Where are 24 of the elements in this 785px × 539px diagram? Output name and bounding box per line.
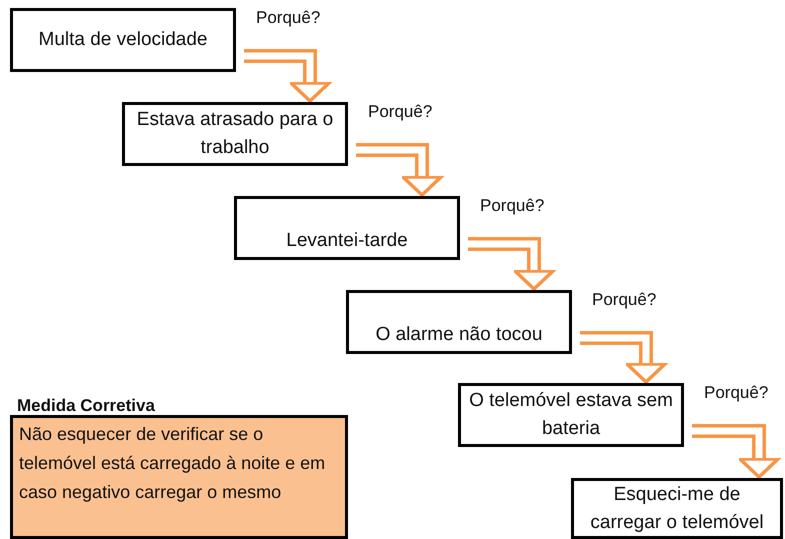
hollow-arrow — [356, 143, 443, 197]
hollow-arrow — [468, 237, 555, 291]
process-box — [571, 478, 783, 539]
edge-label: Porquê? — [368, 102, 432, 122]
edge-label: Porquê? — [480, 196, 544, 216]
edge-label: Porquê? — [256, 8, 320, 28]
box-text: O alarme não tocou — [376, 323, 542, 348]
process-box — [346, 290, 572, 354]
box-text: Estava atrasado para o trabalho — [136, 108, 334, 160]
edge-label: Porquê? — [704, 383, 768, 403]
hollow-arrow — [244, 49, 331, 103]
edge-label: Porquê? — [592, 290, 656, 310]
box-text: Levantei-tarde — [286, 229, 408, 254]
section-heading: Medida Corretiva — [17, 395, 155, 417]
box-text: Esqueci-me de carregar o telemóvel — [589, 482, 765, 534]
action-text: Não esquecer de verificar se o telemóvel está carregado à noite e em caso negativo carregar o mesmo — [19, 423, 326, 504]
process-box — [234, 196, 460, 260]
process-box — [458, 383, 684, 447]
box-text: Multa de velocidade — [38, 28, 208, 52]
box-text: O telemóvel estava sem bateria — [468, 389, 674, 441]
process-box — [10, 8, 236, 72]
hollow-arrow — [692, 424, 780, 479]
hollow-arrow — [580, 331, 667, 384]
process-box — [122, 102, 348, 166]
